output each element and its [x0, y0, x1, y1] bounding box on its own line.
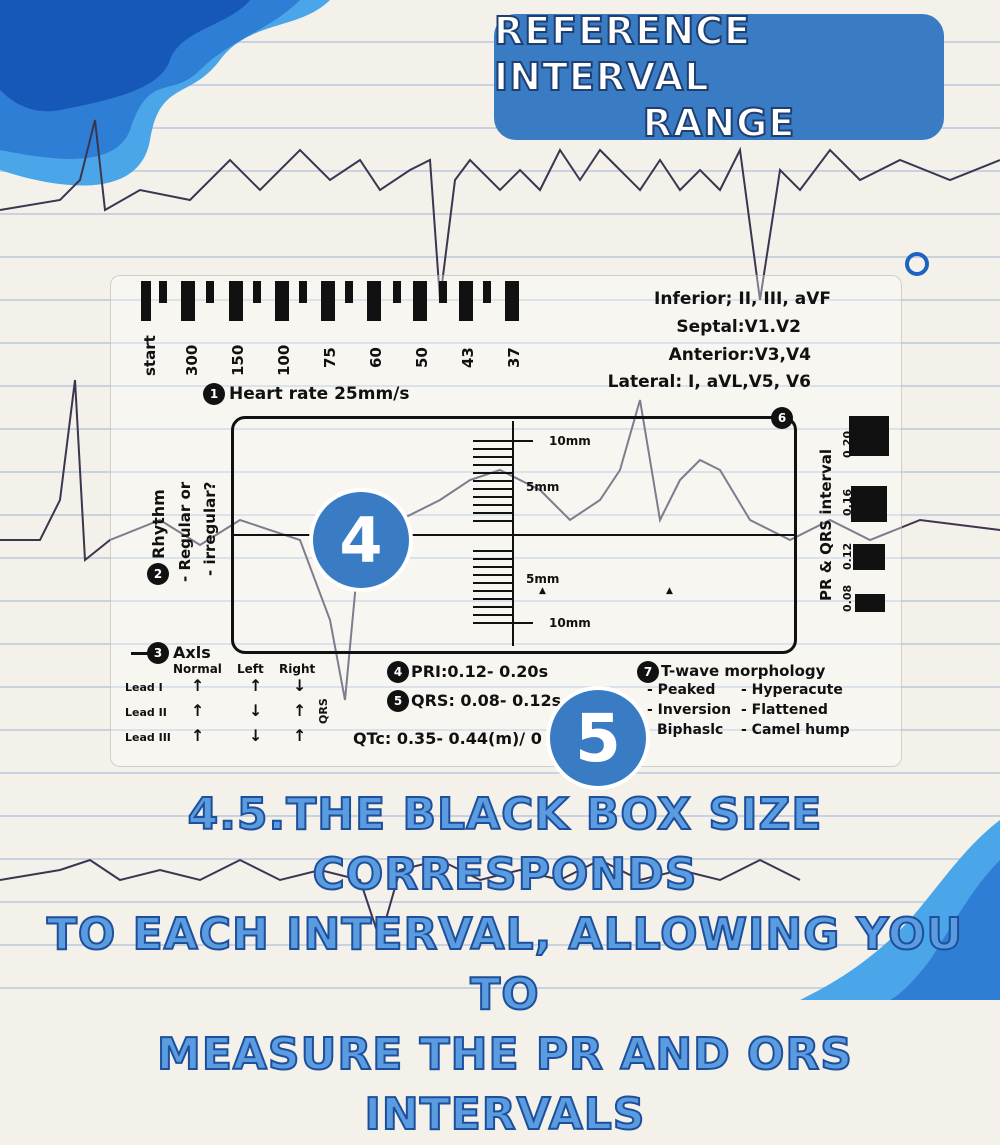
rate-label-50: 50 [413, 347, 431, 368]
leads-anterior: Anterior:V3,V4 [668, 345, 811, 365]
twave-item-flattened: - Flattened [741, 702, 828, 718]
arrow-up-icon: ↑ [191, 701, 205, 720]
title-banner: Reference Interval Range [493, 8, 944, 146]
axis-col-left: Left [237, 662, 264, 676]
arrow-up-icon: ↑ [191, 676, 205, 695]
twave-item-inversion: - Inversion [647, 702, 732, 718]
marker-triangle-right-icon: ▲ [666, 586, 673, 596]
step-badge-5: 5 [387, 690, 409, 712]
twave-label: T-wave morphology [661, 662, 826, 680]
rhythm-line-2: - Regular or [176, 481, 194, 582]
ruled-lines [0, 0, 1000, 1000]
scale-bar [275, 281, 289, 321]
caption-line-1: 4.5.The black box size corresponds [187, 788, 823, 901]
twave-item-biphasic: Biphaslc [657, 722, 724, 738]
qrs-range: QRS: 0.08- 0.12s [411, 691, 562, 710]
interval-box-016 [851, 486, 887, 522]
ruler-label-bottom: 10mm [549, 616, 591, 630]
rate-label-43: 43 [459, 347, 477, 368]
banner-line-2: Range [642, 100, 796, 146]
ruler-label-top: 10mm [549, 434, 591, 448]
scale-bar [367, 281, 381, 321]
caption-line-2: to each interval, allowing you to [46, 908, 964, 1021]
axis-label: Axls [173, 643, 211, 662]
arrow-up-icon: ↑ [293, 701, 307, 720]
pri-range: PRI:0.12- 0.20s [411, 662, 549, 681]
leads-lateral: Lateral: I, aVL,V5, V6 [607, 372, 811, 392]
step-badge-1: 1 [203, 383, 225, 405]
step-badge-6: 6 [771, 407, 793, 429]
qtc-range: QTc: 0.35- 0.44(m)/ 0 [353, 729, 542, 748]
scale-bar [206, 281, 214, 303]
interval-box-008 [855, 594, 885, 612]
scale-bar [483, 281, 491, 303]
arrow-down-icon: ↓ [249, 726, 263, 745]
scale-bar [393, 281, 401, 303]
rate-label-150: 150 [229, 344, 247, 376]
axis-row-lead-3: Lead III [125, 731, 171, 744]
rhythm-label: Rhythm [149, 489, 168, 559]
arrow-up-icon: ↑ [249, 676, 263, 695]
scale-bar [299, 281, 307, 303]
scale-bar [159, 281, 167, 303]
arrow-down-icon: ↓ [293, 676, 307, 695]
marker-triangle-left-icon: ▲ [539, 586, 546, 596]
rate-label-75: 75 [321, 347, 339, 368]
leads-inferior: Inferior; II, III, aVF [654, 289, 831, 309]
scale-bar [413, 281, 427, 321]
arrow-down-icon: ↓ [249, 701, 263, 720]
scale-bar [439, 281, 447, 303]
blue-wave-decoration-top-left [0, 0, 1000, 1000]
mm-ruler [473, 421, 533, 646]
interval-value-020: 0.20 [841, 430, 854, 458]
scale-bar [345, 281, 353, 303]
step-badge-7: 7 [637, 661, 659, 683]
interval-box-012 [853, 544, 885, 570]
ecg-ruler-card: start 300 150 100 75 60 50 43 37 Inferio… [110, 275, 902, 767]
scale-bar [253, 281, 261, 303]
caption-text: 4.5.The black box size corresponds to ea… [40, 785, 970, 1145]
scale-bar [229, 281, 243, 321]
scale-bar [459, 281, 473, 321]
scale-bar [505, 281, 519, 321]
scale-bar [141, 281, 151, 321]
ruler-label-upper: 5mm [526, 480, 560, 494]
interval-value-008: 0.08 [841, 584, 854, 612]
twave-item-hyperacute: - Hyperacute [741, 682, 843, 698]
twave-item-peaked: - Peaked [647, 682, 716, 698]
axis-col-right: Right [279, 662, 316, 676]
step-badge-4: 4 [387, 661, 409, 683]
scale-bar [181, 281, 195, 321]
twave-item-camel-hump: - Camel hump [741, 722, 850, 738]
notebook-paper-background [0, 0, 1000, 1000]
arrow-up-icon: ↑ [293, 726, 307, 745]
interval-box-020 [849, 416, 889, 456]
callout-circle-5: 5 [546, 686, 650, 790]
rate-label-300: 300 [183, 344, 201, 376]
rate-label-60: 60 [367, 347, 385, 368]
axis-col-normal: Normal [173, 662, 222, 676]
axis-row-lead-1: Lead I [125, 681, 163, 694]
callout-circle-4: 4 [309, 488, 413, 592]
step-badge-2: 2 [147, 563, 169, 585]
step-badge-3: 3 [147, 642, 169, 664]
heart-rate-label: Heart rate 25mm/s [229, 384, 410, 404]
rate-label-37: 37 [505, 347, 523, 368]
interval-label: PR & QRS interval [817, 449, 835, 601]
interval-value-016: 0.16 [841, 488, 854, 516]
ruler-label-lower: 5mm [526, 572, 560, 586]
axis-dash [131, 652, 149, 655]
rate-label-100: 100 [275, 344, 293, 376]
banner-line-1: Reference Interval [493, 8, 752, 100]
leads-septal: Septal:V1.V2 [676, 317, 801, 337]
interval-value-012: 0.12 [841, 542, 854, 570]
rhythm-line-3: - irregular? [201, 481, 219, 576]
arrow-up-icon: ↑ [191, 726, 205, 745]
rate-label-start: start [141, 335, 159, 376]
axis-row-lead-2: Lead II [125, 706, 167, 719]
scale-bar [321, 281, 335, 321]
caption-line-3: measure the PR and ORS intervals [156, 1028, 853, 1141]
axis-qrs-label: QRS [317, 698, 330, 724]
